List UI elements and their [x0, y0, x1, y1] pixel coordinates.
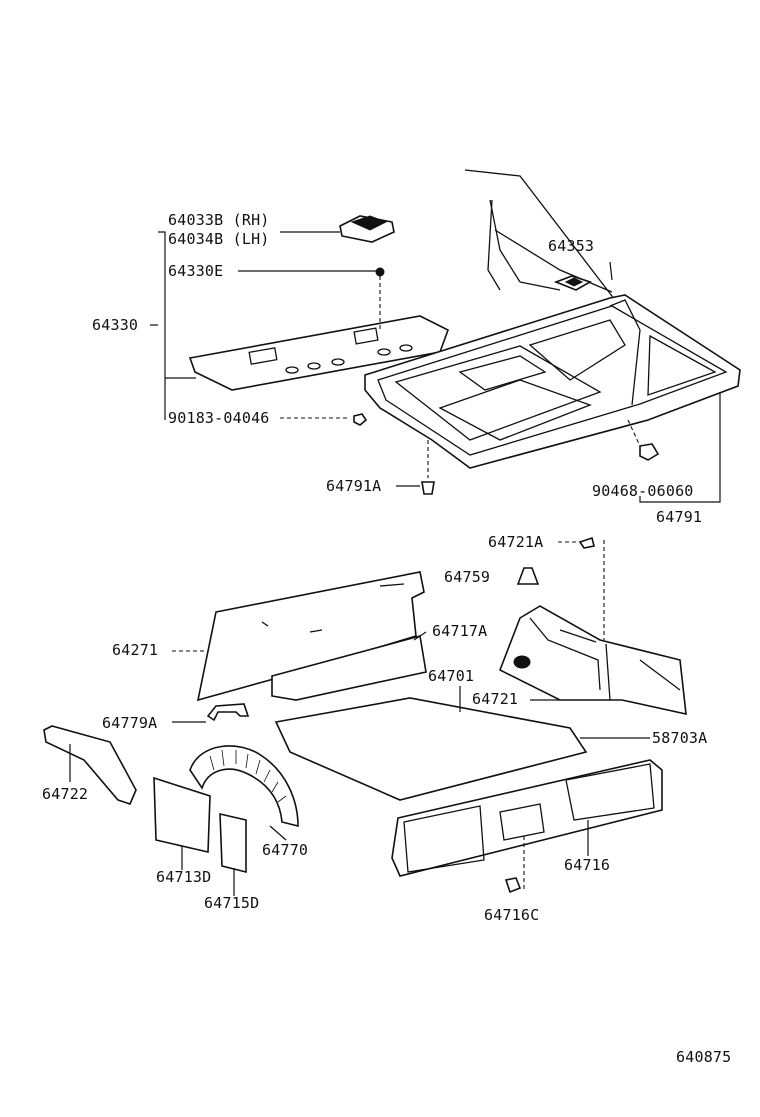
side-trim-left [43, 725, 137, 805]
label-90468-06060: 90468-06060 [592, 482, 694, 500]
clip-64716C [504, 836, 525, 894]
label-64721A: 64721A [488, 533, 544, 551]
label-64791: 64791 [656, 508, 703, 526]
upper-leader-lines [150, 231, 721, 503]
trunk-front-trim [196, 571, 425, 702]
label-64770: 64770 [262, 841, 309, 859]
label-64330: 64330 [92, 316, 139, 334]
label-64713D: 64713D [156, 868, 212, 886]
label-58703A: 58703A [652, 729, 708, 747]
grommet-64353-fill [564, 277, 584, 287]
wheel-house-cover [189, 745, 299, 828]
label-64759: 64759 [444, 568, 491, 586]
hook-64779A [206, 703, 250, 722]
label-64701: 64701 [428, 667, 475, 685]
label-64716: 64716 [564, 856, 611, 874]
label-64722: 64722 [42, 785, 89, 803]
label-64721: 64721 [472, 690, 519, 708]
trim-64717A [271, 634, 427, 701]
clip-64791A [421, 440, 435, 495]
label-64715D: 64715D [204, 894, 260, 912]
nut-90183 [353, 413, 368, 426]
stopper-64759 [516, 567, 540, 585]
package-tray-panel [364, 294, 741, 469]
trunk-floor-mat [274, 697, 588, 801]
label-64330E: 64330E [168, 262, 224, 280]
lower-leader-lines [69, 631, 650, 896]
speaker-grille [339, 215, 395, 243]
label-64717A: 64717A [432, 622, 488, 640]
rear-panel-trim [391, 759, 663, 877]
label-64779A: 64779A [102, 714, 158, 732]
label-64353: 64353 [548, 237, 595, 255]
clip-64330E [375, 267, 385, 277]
car-body-outline [464, 169, 616, 301]
pad-64715D [219, 812, 247, 874]
label-64034B: 64034B (LH) [168, 230, 270, 248]
clip-90468 [627, 419, 660, 461]
package-tray-trim [188, 315, 449, 391]
label-90183-04046: 90183-04046 [168, 409, 270, 427]
diagram-code: 640875 [676, 1048, 732, 1066]
label-64271: 64271 [112, 641, 159, 659]
pad-64713D [153, 776, 211, 853]
clip-64721A [578, 536, 595, 549]
label-64716C: 64716C [484, 906, 540, 924]
label-64033B: 64033B (RH) [168, 211, 270, 229]
label-64791A: 64791A [326, 477, 382, 495]
trunk-side-trim-right [498, 605, 687, 716]
